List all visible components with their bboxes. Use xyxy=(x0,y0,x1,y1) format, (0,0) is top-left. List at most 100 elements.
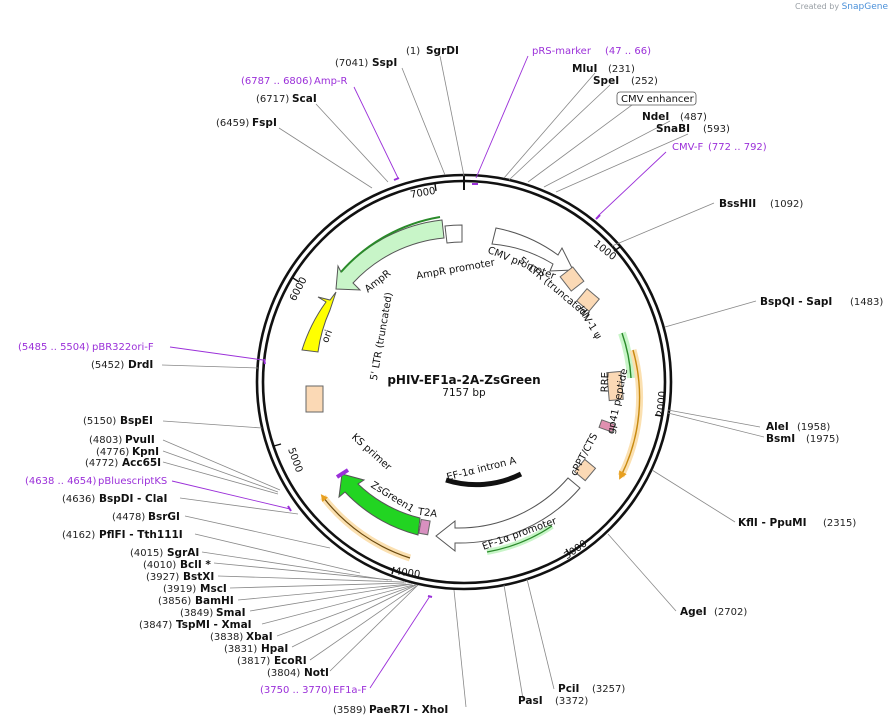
site-name-fspi[interactable]: FspI xyxy=(252,117,277,129)
site-pos-fspi: (6459) xyxy=(216,118,249,129)
site-pos-pflfi-tth111i: (4162) xyxy=(62,530,95,541)
site-name-bamhi[interactable]: BamHI xyxy=(195,595,234,607)
site-pos-bstxi: (3927) xyxy=(146,572,179,583)
site-name-noti[interactable]: NotI xyxy=(304,667,329,679)
feature-ltr3-box[interactable] xyxy=(305,385,324,413)
feature-ampr[interactable] xyxy=(335,216,445,291)
feature-ks-primer[interactable] xyxy=(335,468,350,479)
feature-cppt-box[interactable] xyxy=(573,458,597,482)
site-name-pasi[interactable]: PasI xyxy=(518,695,543,707)
primer-range-ef1a-f: (3750 .. 3770) xyxy=(260,685,332,696)
site-name-sgrai[interactable]: SgrAI xyxy=(167,547,199,559)
primer-leaders xyxy=(169,55,667,689)
site-pos-pvuii: (4803) xyxy=(89,435,122,446)
primer-name-amp-r[interactable]: Amp-R xyxy=(314,76,348,87)
site-pos-acc65i: (4772) xyxy=(85,458,118,469)
site-name-smai[interactable]: SmaI xyxy=(216,607,246,619)
site-pos-bspei: (5150) xyxy=(83,416,116,427)
tick-label-1000: 1000 xyxy=(591,239,618,263)
tick-label-7000: 7000 xyxy=(409,186,436,201)
site-name-bsmi[interactable]: BsmI xyxy=(766,433,795,445)
site-pos-sgrai: (4015) xyxy=(130,548,163,559)
site-name-bsshii[interactable]: BssHII xyxy=(719,198,756,210)
primer-range-prs-marker: (47 .. 66) xyxy=(605,46,651,57)
site-pos-bsshii: (1092) xyxy=(770,199,803,210)
site-name-pcii[interactable]: PciI xyxy=(558,683,579,695)
site-pos-kfli-ppumi: (2315) xyxy=(823,518,856,529)
site-name-alei[interactable]: AleI xyxy=(766,421,789,433)
feature-5ltr-box[interactable] xyxy=(559,266,585,292)
feature-hiv-psi-box[interactable] xyxy=(576,288,600,312)
site-name-bsrgi[interactable]: BsrGI xyxy=(148,511,180,523)
site-name-agei[interactable]: AgeI xyxy=(680,606,707,618)
site-name-bspqi-sapi[interactable]: BspQI - SapI xyxy=(760,296,832,308)
site-name-drdi[interactable]: DrdI xyxy=(128,359,153,371)
label-ltr3: 5' LTR (truncated) xyxy=(369,291,395,381)
site-name-acc65i[interactable]: Acc65I xyxy=(122,457,161,469)
site-name-kfli-ppumi[interactable]: KflI - PpuMI xyxy=(738,517,807,529)
feature-gp41-box[interactable] xyxy=(598,419,616,433)
label-ori: ori xyxy=(320,328,335,344)
primer-name-ef1a-f[interactable]: EF1a-F xyxy=(333,685,367,696)
feature-orange-arc-right[interactable] xyxy=(617,349,644,480)
feature-ef1a-promoter[interactable] xyxy=(435,477,581,555)
site-name-bspei[interactable]: BspEI xyxy=(120,415,153,427)
site-name-bspdi-clai[interactable]: BspDI - ClaI xyxy=(99,493,167,505)
label-cmv-enhancer: CMV enhancer xyxy=(621,94,695,105)
primer-name-prs-marker[interactable]: pRS-marker xyxy=(532,46,592,57)
label-t2a: T2A xyxy=(416,507,438,521)
feature-ori[interactable] xyxy=(301,291,337,353)
snapgene-credit: Created by SnapGene xyxy=(795,2,888,12)
tick-label-3000: 3000 xyxy=(562,538,589,562)
site-name-spei[interactable]: SpeI xyxy=(593,75,619,87)
site-pos-tspmi-xmai: (3847) xyxy=(139,620,172,631)
site-name-sspi[interactable]: SspI xyxy=(372,57,397,69)
site-name-pflfi-tth111i[interactable]: PflFI - Tth111I xyxy=(99,529,183,541)
feature-ef1a-intron-arc[interactable] xyxy=(445,471,523,488)
site-name-pvuii[interactable]: PvuII xyxy=(125,434,155,446)
site-name-ecori[interactable]: EcoRI xyxy=(274,655,307,667)
primer-name-cmv-f[interactable]: CMV-F xyxy=(672,142,703,153)
primer-range-pbr322ori-f: (5485 .. 5504) xyxy=(18,342,90,353)
feature-cmv-promoter[interactable] xyxy=(491,227,574,272)
site-pos-bsmi: (1975) xyxy=(806,434,839,445)
site-name-kpni[interactable]: KpnI xyxy=(132,446,159,458)
plasmid-length: 7157 bp xyxy=(442,387,486,399)
site-name-ndei[interactable]: NdeI xyxy=(642,111,669,123)
tick-label-5000: 5000 xyxy=(285,446,304,474)
site-name-hpai[interactable]: HpaI xyxy=(261,643,288,655)
site-pos-paer7i-xhoi: (3589) xyxy=(333,705,366,716)
feature-orange-arc-left[interactable] xyxy=(320,494,412,562)
site-name-mlui[interactable]: MluI xyxy=(572,63,597,75)
site-name-msci[interactable]: MscI xyxy=(200,583,227,595)
site-name-snabi[interactable]: SnaBI xyxy=(656,123,690,135)
site-pos-msci: (3919) xyxy=(163,584,196,595)
feature-ampr-promoter[interactable] xyxy=(444,224,463,244)
feature-rre-region[interactable] xyxy=(618,331,635,379)
site-pos-hpai: (3831) xyxy=(224,644,257,655)
site-name-sgrdi[interactable]: SgrDI xyxy=(426,45,459,57)
feature-rre-box[interactable] xyxy=(606,370,624,402)
site-pos-smai: (3849) xyxy=(180,608,213,619)
site-name-scai[interactable]: ScaI xyxy=(292,93,317,105)
site-name-tspmi-xmai[interactable]: TspMI - XmaI xyxy=(176,619,252,631)
site-name-bstxi[interactable]: BstXI xyxy=(183,571,214,583)
label-ks-primer: KS primer xyxy=(349,432,394,474)
label-ampr: AmpR xyxy=(363,268,393,295)
cmv-enhancer-box[interactable] xyxy=(616,91,697,106)
site-pos-pasi: (3372) xyxy=(555,696,588,707)
primer-marks xyxy=(263,177,601,598)
site-name-paer7i-xhoi[interactable]: PaeR7I - XhoI xyxy=(369,704,448,716)
primer-name-pbluescriptks[interactable]: pBluescriptKS xyxy=(98,476,167,487)
tick-label-4000: 4000 xyxy=(394,566,421,580)
primer-range-pbluescriptks: (4638 .. 4654) xyxy=(25,476,97,487)
site-pos-sgrdi: (1) xyxy=(406,46,420,57)
primer-name-pbr322ori-f[interactable]: pBR322ori-F xyxy=(92,342,154,353)
label-ampr-promoter: AmpR promoter xyxy=(415,257,496,282)
feature-t2a-box[interactable] xyxy=(418,518,431,536)
tick-label-2000: 2000 xyxy=(655,391,668,417)
site-pos-mlui: (231) xyxy=(608,64,635,75)
site-name-bcli[interactable]: BclI * xyxy=(180,559,211,571)
site-pos-snabi: (593) xyxy=(703,124,730,135)
site-name-xbai[interactable]: XbaI xyxy=(246,631,273,643)
